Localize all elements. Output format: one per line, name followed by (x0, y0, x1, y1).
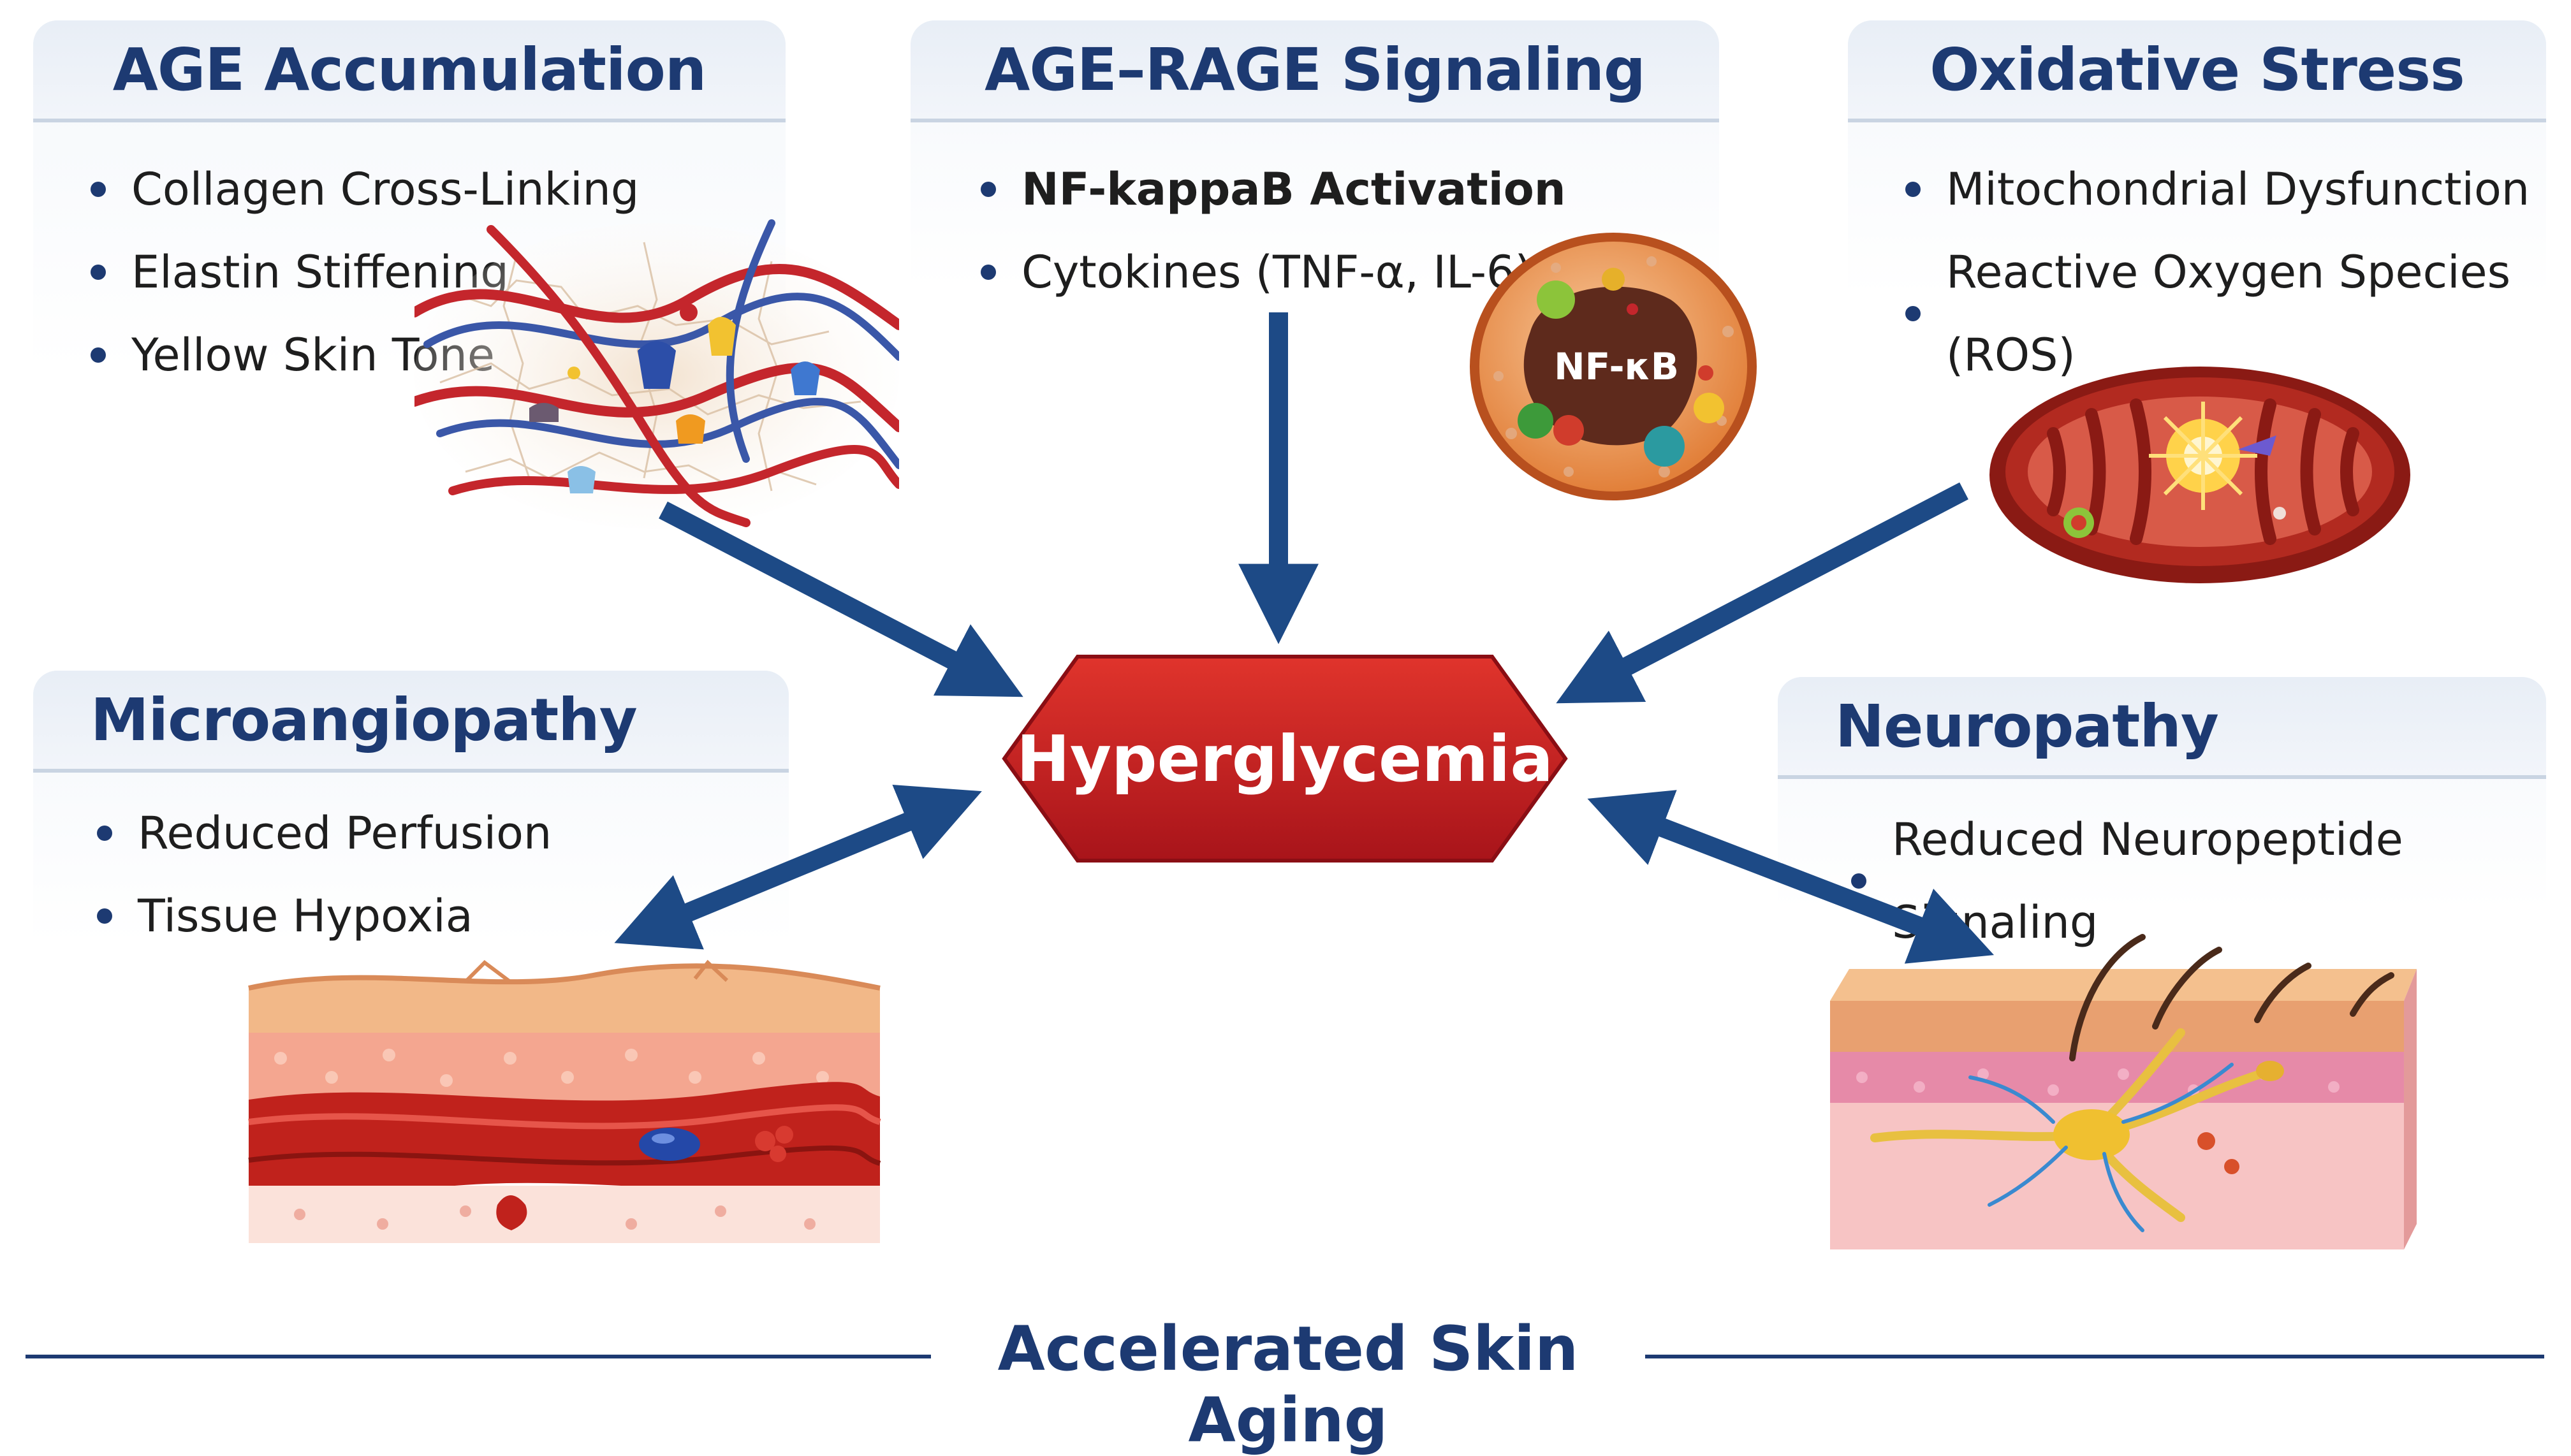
hyperglycemia-label: Hyperglycemia (1016, 721, 1553, 796)
list-item: Tissue Hypoxia (97, 875, 552, 957)
bullet-dot (97, 826, 112, 841)
bullet-dot (91, 182, 106, 197)
panel-header: AGE–RAGE Signaling (911, 20, 1719, 122)
arrow-oxidative-stress (1556, 482, 1968, 704)
nf-kb-cell-illustration: NF-κB (1470, 233, 1757, 500)
arrow-microangiopathy (614, 785, 982, 950)
panel-header: Neuropathy (1778, 677, 2546, 779)
panel-header: Microangiopathy (33, 671, 789, 773)
hyperglycemia-hexagon (1002, 655, 1568, 863)
panel-header: Oxidative Stress (1848, 20, 2546, 122)
footer-divider-right (1645, 1355, 2544, 1358)
bullet-dot (1905, 306, 1921, 321)
arrow-neuropathy (1587, 790, 1995, 964)
bullet-dot (981, 265, 996, 280)
nerve-skin-illustration (1830, 934, 2417, 1249)
panel-oxidative-stress: Oxidative Stress Mitochondrial Dysfuncti… (1848, 20, 2546, 416)
arrow-layer (614, 312, 1995, 964)
list-item: Reactive Oxygen Species (ROS) (1905, 231, 2546, 397)
collagen-fiber-illustration (414, 219, 899, 529)
list-item: Elastin Stiffening (91, 231, 639, 314)
panel-title: AGE–RAGE Signaling (985, 35, 1646, 104)
bullet-dot (1905, 182, 1921, 197)
list-item: Reduced Perfusion (97, 792, 552, 875)
panel-title: Oxidative Stress (1930, 35, 2465, 104)
bullet-list: NF-kappaB Activation Cytokines (TNF-α, I… (981, 148, 1566, 314)
panel-title: Microangiopathy (91, 685, 638, 754)
list-item: Mitochondrial Dysfunction (1905, 148, 2546, 231)
bullet-list: Reduced Perfusion Tissue Hypoxia (97, 792, 552, 957)
footer-divider-left (26, 1355, 931, 1358)
bullet-dot (91, 347, 106, 363)
bullet-list: Mitochondrial Dysfunction Reactive Oxyge… (1905, 148, 2546, 397)
panel-title: AGE Accumulation (112, 35, 707, 104)
nf-kb-label: NF-κB (1554, 345, 1679, 388)
bullet-dot (97, 908, 112, 924)
blood-vessel-skin-illustration (248, 959, 881, 1243)
list-item: Collagen Cross-Linking (91, 148, 639, 231)
arrow-age-accumulation (659, 501, 1023, 697)
footer-title: Accelerated Skin Aging (997, 1313, 1579, 1456)
mitochondrion-illustration (1989, 367, 2410, 583)
list-item: NF-kappaB Activation (981, 148, 1566, 231)
bullet-list: Collagen Cross-Linking Elastin Stiffenin… (91, 148, 639, 397)
panel-title: Neuropathy (1835, 692, 2219, 761)
panel-header: AGE Accumulation (33, 20, 786, 122)
list-item: Cytokines (TNF-α, IL-6) (981, 231, 1566, 314)
bullet-dot (91, 265, 106, 280)
bullet-dot (981, 182, 996, 197)
